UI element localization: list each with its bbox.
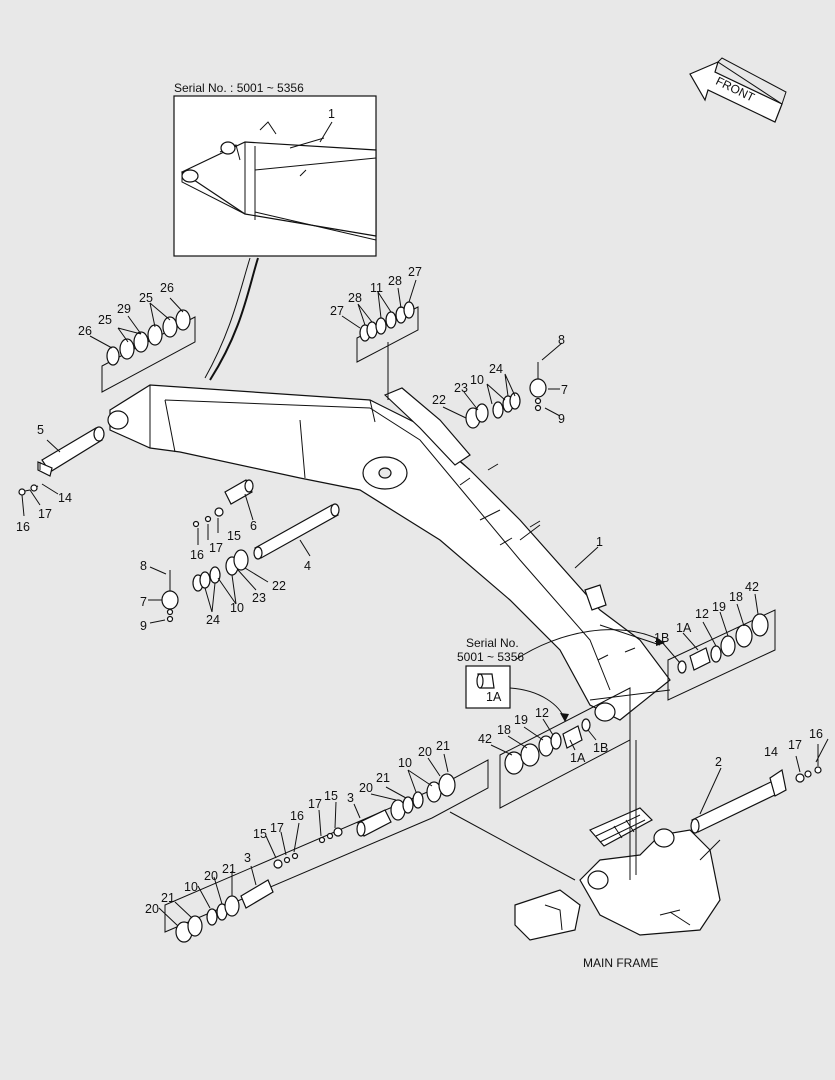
callout-22a: 22 (272, 579, 286, 593)
main-frame: MAIN FRAME (449, 740, 721, 970)
inset-small-title-1: Serial No. (466, 636, 519, 650)
callout-23a: 23 (252, 591, 266, 605)
callout-3a: 3 (244, 851, 251, 865)
shim-stack-middle (356, 301, 419, 400)
callout-20b: 20 (204, 869, 218, 883)
callout-17c: 17 (788, 738, 802, 752)
callout-10b: 10 (470, 373, 484, 387)
callout-17b: 17 (209, 541, 223, 555)
main-frame-label: MAIN FRAME (583, 956, 658, 970)
callout-1b-b: 1B (593, 741, 608, 755)
callout-1b-a: 1B (654, 631, 669, 645)
callout-28a: 28 (348, 291, 362, 305)
callout-10c: 10 (184, 880, 198, 894)
callout-12a: 12 (695, 607, 709, 621)
callout-21d: 21 (436, 739, 450, 753)
callout-1a-a: 1A (676, 621, 692, 635)
callout-25a: 25 (98, 313, 112, 327)
inset-top-title: Serial No. : 5001 ~ 5356 (174, 81, 304, 95)
callout-20a: 20 (145, 902, 159, 916)
lower-parts-group (164, 759, 489, 943)
callout-1a-b: 1A (570, 751, 586, 765)
right-cylinder-pin-parts (465, 362, 547, 429)
callout-1: 1 (596, 535, 603, 549)
callout-26b: 26 (160, 281, 174, 295)
boom-foot-parts-right (667, 609, 776, 701)
callout-19a: 19 (712, 600, 726, 614)
callout-14b: 14 (764, 745, 778, 759)
callout-10d: 10 (398, 756, 412, 770)
callout-29: 29 (117, 302, 131, 316)
callout-6: 6 (250, 519, 257, 533)
callout-10a: 10 (230, 601, 244, 615)
callout-18a: 18 (729, 590, 743, 604)
callout-28b: 28 (388, 274, 402, 288)
callout-21b: 21 (222, 862, 236, 876)
callout-18b: 18 (497, 723, 511, 737)
callout-9a: 9 (140, 619, 147, 633)
callout-20c: 20 (359, 781, 373, 795)
callout-15a: 15 (227, 529, 241, 543)
callout-5: 5 (37, 423, 44, 437)
callout-8b: 8 (558, 333, 565, 347)
callout-20d: 20 (418, 745, 432, 759)
callout-22b: 22 (432, 393, 446, 407)
callout-17a: 17 (38, 507, 52, 521)
callout-14: 14 (58, 491, 72, 505)
callout-3b: 3 (347, 791, 354, 805)
callout-15b: 15 (253, 827, 267, 841)
callout-8a: 8 (140, 559, 147, 573)
callout-2: 2 (715, 755, 722, 769)
inset-small-title-2: 5001 ~ 5356 (457, 650, 524, 664)
callout-7a: 7 (140, 595, 147, 609)
left-cylinder-pin-parts (161, 549, 249, 623)
callout-16d: 16 (290, 809, 304, 823)
pin-2 (690, 766, 822, 834)
callout-42a: 42 (745, 580, 759, 594)
callout-26a: 26 (78, 324, 92, 338)
callout-16c: 16 (809, 727, 823, 741)
pin-5 (18, 426, 105, 496)
callout-15c: 15 (324, 789, 338, 803)
callout-42b: 42 (478, 732, 492, 746)
leaders (21, 279, 829, 927)
callout-24a: 24 (206, 613, 220, 627)
callout-25b: 25 (139, 291, 153, 305)
callout-24b: 24 (489, 362, 503, 376)
callout-labels: 5 14 17 16 4 6 17 15 16 8 7 9 24 10 23 2… (16, 265, 823, 916)
callout-4: 4 (304, 559, 311, 573)
inset-small-part: 1A (486, 690, 502, 704)
callout-9b: 9 (558, 412, 565, 426)
callout-27a: 27 (330, 304, 344, 318)
inset-top: Serial No. : 5001 ~ 5356 1 (173, 81, 377, 257)
callout-21a: 21 (161, 891, 175, 905)
boom (107, 384, 671, 722)
callout-12b: 12 (535, 706, 549, 720)
callout-16a: 16 (16, 520, 30, 534)
callout-21c: 21 (376, 771, 390, 785)
callout-11: 11 (370, 281, 383, 295)
callout-23b: 23 (454, 381, 468, 395)
callout-7b: 7 (561, 383, 568, 397)
callout-17d: 17 (270, 821, 284, 835)
front-arrow: FRONT (689, 57, 787, 123)
pin-4 (253, 503, 340, 560)
inset-top-callout: 1 (328, 107, 335, 121)
shim-stack-left (101, 309, 196, 393)
callout-19b: 19 (514, 713, 528, 727)
pin-6 (192, 479, 254, 528)
callout-27b: 27 (408, 265, 422, 279)
callout-17e: 17 (308, 797, 322, 811)
inset-small: Serial No. 5001 ~ 5356 1A (457, 629, 665, 722)
callout-16b: 16 (190, 548, 204, 562)
